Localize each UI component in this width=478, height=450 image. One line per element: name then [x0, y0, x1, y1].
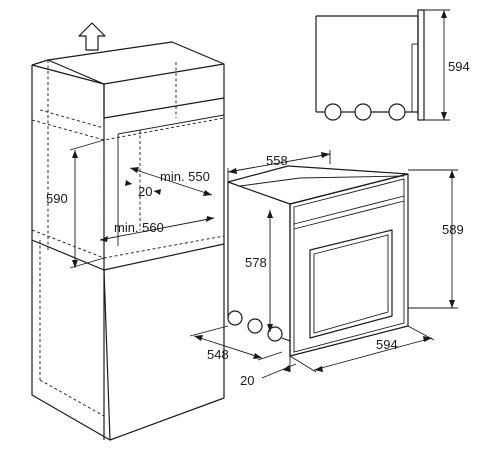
- oven-depth-dimension: [227, 150, 331, 182]
- front-panel-label: 20: [240, 373, 254, 388]
- oven-width-label: 594: [376, 337, 398, 352]
- oven-side-depth-label: 548: [207, 347, 229, 362]
- up-arrow-icon: [78, 22, 106, 51]
- niche-width-dimension: [99, 216, 215, 242]
- oven-outer-height-label: 589: [442, 222, 464, 237]
- niche-depth-dimension: [129, 167, 213, 196]
- front-panel-dimension: [261, 356, 297, 379]
- niche-height-dimension: [69, 139, 105, 269]
- top-height-label: 594: [448, 59, 470, 74]
- oven-width-dimension: [289, 325, 435, 373]
- oven-body: [227, 165, 409, 357]
- side-height-dimension: [424, 9, 450, 121]
- oven-inner-height-dimension: [267, 210, 273, 332]
- oven-depth-label: 558: [266, 153, 288, 168]
- oven-side-depth-dimension: [189, 325, 283, 361]
- oven-side-view: [315, 9, 425, 121]
- niche-gap-dimension: [125, 180, 161, 195]
- niche-gap-label: 20: [138, 184, 152, 199]
- oven-inner-height-label: 578: [245, 255, 267, 270]
- niche-min-width-label: min. 560: [114, 220, 164, 235]
- oven-outer-height-dimension: [408, 169, 458, 309]
- niche-min-depth-label: min. 550: [160, 169, 210, 184]
- cabinet: [31, 41, 225, 441]
- niche-height-label: 590: [46, 191, 68, 206]
